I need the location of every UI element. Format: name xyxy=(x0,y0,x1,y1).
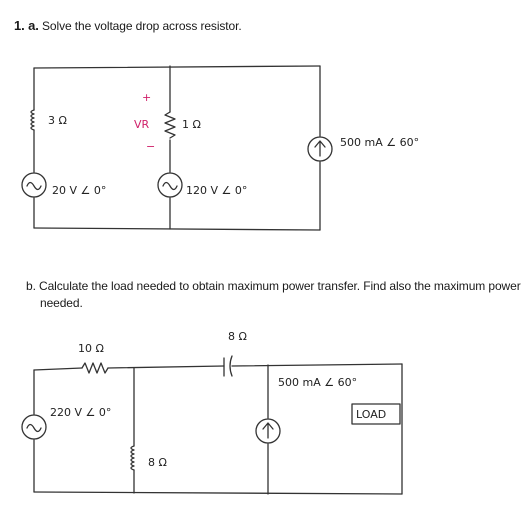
circuit-b-top-wire-right xyxy=(231,363,403,367)
circuit-a-top-wire xyxy=(33,65,321,69)
circuit-b-top-wire-mid xyxy=(107,365,225,369)
problem-b-line2: needed. xyxy=(40,296,83,310)
sine-glyph-1 xyxy=(26,181,42,191)
circuit-a: 3 Ω 20 V ∠ 0° 1 Ω + VR − 120 V ∠ 0° 500 … xyxy=(21,65,419,231)
source2-label: 120 V ∠ 0° xyxy=(186,184,247,197)
vr-label: VR xyxy=(134,118,150,131)
load-box xyxy=(351,403,401,425)
circuit-b-top-wire-left xyxy=(33,367,83,371)
inductor-8ohm xyxy=(130,445,135,471)
voltage-source-1-icon xyxy=(21,172,47,198)
capacitor-label: 8 Ω xyxy=(228,330,247,343)
load-label: LOAD xyxy=(356,408,386,421)
r1-label: 3 Ω xyxy=(48,114,67,127)
sine-glyph-2 xyxy=(162,181,178,191)
problem-a-number: 1. a. xyxy=(14,18,39,33)
circuit-b-bottom-wire xyxy=(33,491,403,495)
resistor-1ohm xyxy=(164,111,176,139)
voltage-source-2-icon xyxy=(157,172,183,198)
inductor-3ohm xyxy=(30,109,35,131)
problem-a-text: Solve the voltage drop across resistor. xyxy=(42,19,242,33)
voltage-source-b-icon xyxy=(21,414,47,440)
current-source-b-label: 500 mA ∠ 60° xyxy=(278,376,357,389)
current-source-b-icon xyxy=(255,418,281,444)
current-source-a-label: 500 mA ∠ 60° xyxy=(340,136,419,149)
source1-label: 20 V ∠ 0° xyxy=(52,184,106,197)
problem-b-text: b. Calculate the load needed to obtain m… xyxy=(26,278,526,312)
problem-b-line1: b. Calculate the load needed to obtain m… xyxy=(26,279,521,293)
current-source-a-icon xyxy=(307,136,333,162)
r10-label: 10 Ω xyxy=(78,342,104,355)
circuit-b: 10 Ω 8 Ω 220 V ∠ 0° 8 Ω 500 mA ∠ 60° LOA… xyxy=(21,330,403,495)
circuit-a-bottom-wire xyxy=(33,227,321,231)
arrow-up-icon-a xyxy=(314,140,326,157)
problem-a-heading: 1. a. Solve the voltage drop across resi… xyxy=(14,18,242,33)
inductor-label: 8 Ω xyxy=(148,456,167,469)
plus-sign: + xyxy=(142,91,151,104)
arrow-up-icon-b xyxy=(262,422,274,439)
sine-glyph-b xyxy=(26,423,42,433)
minus-sign: − xyxy=(146,140,155,153)
r2-label: 1 Ω xyxy=(182,118,201,131)
capacitor-8ohm xyxy=(223,355,233,377)
resistor-10ohm xyxy=(81,362,109,374)
source-b-label: 220 V ∠ 0° xyxy=(50,406,111,419)
